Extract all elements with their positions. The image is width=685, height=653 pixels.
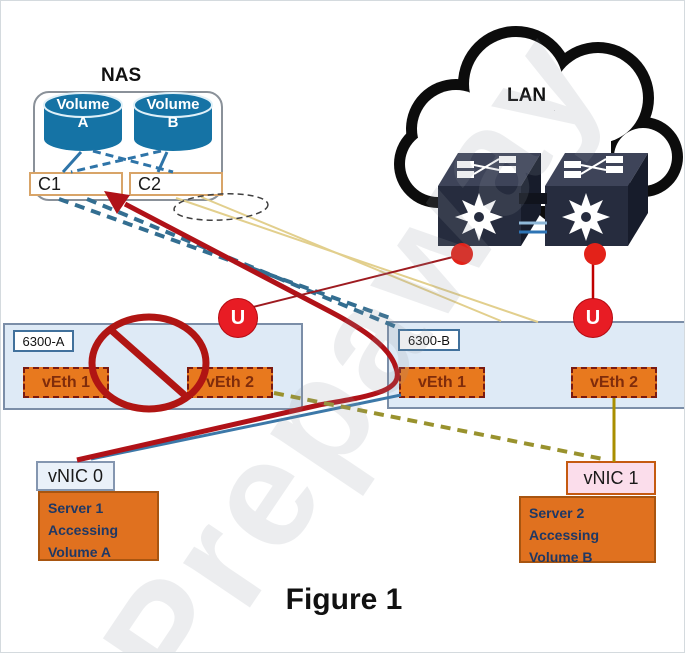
- controller-c2: C2: [129, 172, 223, 196]
- server2-box: Server 2 Accessing Volume B: [519, 496, 656, 565]
- fabric-b-veth2: vEth 2: [571, 367, 657, 398]
- nas-title: NAS: [101, 65, 142, 86]
- switch-starburst-icon: [562, 193, 610, 241]
- lan-title: LAN: [507, 85, 547, 106]
- volume-b-label: Volume B: [135, 96, 211, 132]
- server1-vnic0: vNIC 0: [36, 461, 115, 491]
- volume-b-name: Volume: [146, 96, 200, 113]
- server2-vnic1: vNIC 1: [566, 461, 656, 495]
- server2-line3: Volume B: [529, 549, 593, 565]
- nexus-switch-icon-right: [545, 153, 648, 246]
- uplink-badge-b: U: [573, 298, 613, 338]
- fabric-b-veth1: vEth 1: [399, 367, 485, 398]
- fabric-a-label: 6300-A: [13, 330, 74, 352]
- nexus-switch-icon-left: [438, 153, 541, 246]
- server1-line2: Accessing: [48, 522, 119, 538]
- fabric-a-veth1: vEth 1: [23, 367, 109, 398]
- volume-b-letter: B: [167, 114, 179, 131]
- lan-cloud: [394, 26, 683, 231]
- controller-c1: C1: [29, 172, 123, 196]
- switch-interlink-bar: [519, 193, 547, 204]
- volume-a-label: Volume A: [45, 96, 121, 132]
- red-port-dot-left: [451, 243, 473, 265]
- red-port-dot-right: [584, 243, 606, 265]
- switch-starburst-icon: [455, 193, 503, 241]
- volume-a-letter: A: [77, 114, 89, 131]
- fabric-a-veth2: vEth 2: [187, 367, 273, 398]
- server1-line3: Volume A: [48, 544, 112, 560]
- link-c1-fabric-b-dashed1: [58, 197, 391, 320]
- server2-line2: Accessing: [529, 527, 600, 543]
- uplink-badge-a: U: [218, 298, 258, 338]
- figure-caption: Figure 1: [285, 583, 403, 616]
- switch-top-glyph: [457, 156, 516, 178]
- link-switch-left-uplink-a: [252, 256, 454, 308]
- server1-box: Server 1 Accessing Volume A: [38, 491, 159, 561]
- volume-a-name: Volume: [56, 96, 110, 113]
- server1-line1: Server 1: [48, 500, 104, 516]
- server2-line1: Server 2: [529, 505, 585, 521]
- fabric-b-label: 6300-B: [398, 329, 460, 351]
